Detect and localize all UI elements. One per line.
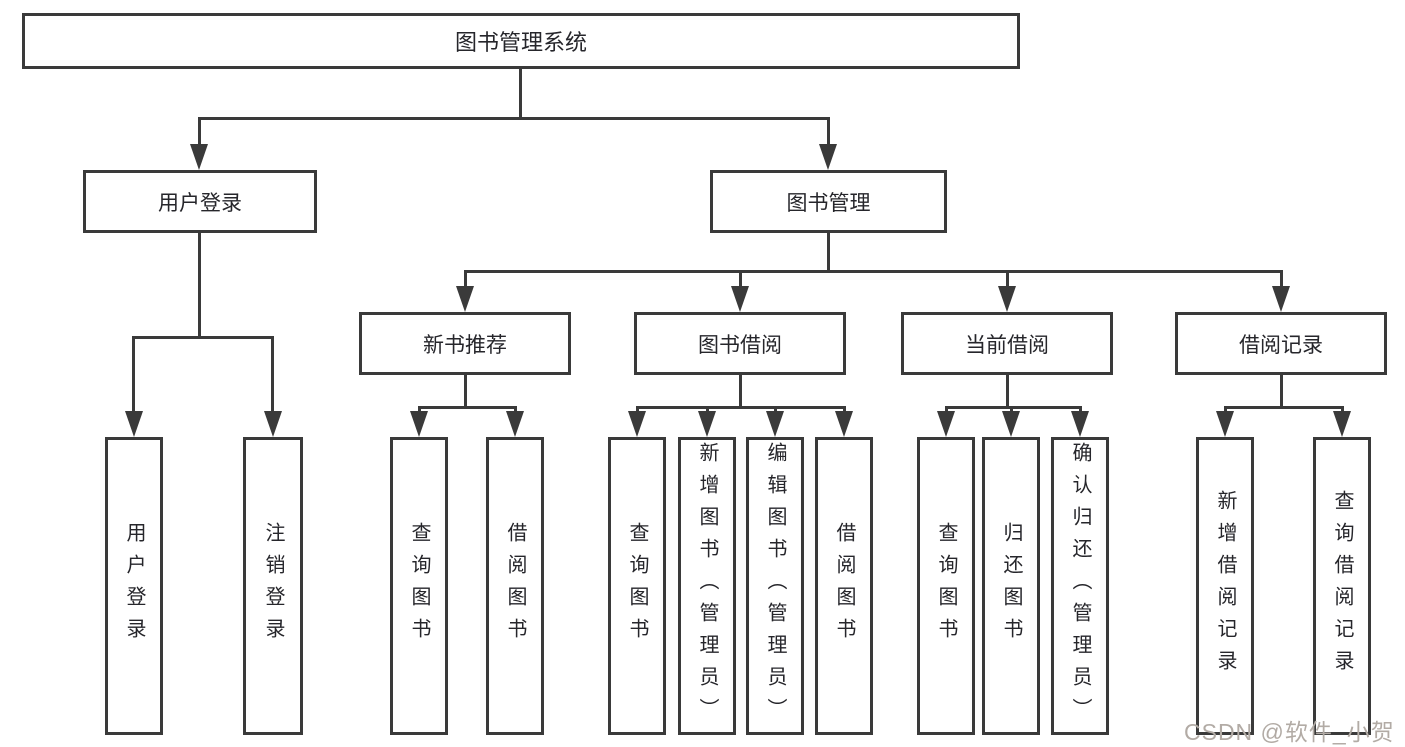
edge-drop-book-management: [827, 117, 830, 148]
leaf-bb-query-book: 查询图书: [608, 437, 666, 735]
edge-bb-stem: [739, 375, 742, 409]
leaf-cb-confirm-return-admin: 确认归还（管理员）: [1051, 437, 1109, 735]
edge-drop-leaf-logout: [271, 336, 274, 415]
arrow-down-icon: [1272, 286, 1290, 312]
edge-drop: [1224, 406, 1227, 414]
leaf-bb-add-book-admin: 新增图书（管理员）: [678, 437, 736, 735]
node-user-login: 用户登录: [83, 170, 317, 233]
edge-drop: [774, 406, 777, 414]
edge-book-mgmt-stem: [827, 233, 830, 273]
arrow-down-icon: [835, 411, 853, 437]
leaf-nbr-borrow-book: 借阅图书: [486, 437, 544, 735]
arrow-down-icon: [819, 144, 837, 170]
arrow-down-icon: [1216, 411, 1234, 437]
edge-drop: [1341, 406, 1344, 414]
edge-drop-leaf-user-login: [132, 336, 135, 415]
arrow-down-icon: [410, 411, 428, 437]
arrow-down-icon: [125, 411, 143, 437]
edge-drop: [1079, 406, 1082, 414]
node-new-book-recommend: 新书推荐: [359, 312, 571, 375]
arrow-down-icon: [766, 411, 784, 437]
edge-drop-book-borrow: [739, 270, 742, 289]
edge-br-stem: [1280, 375, 1283, 409]
leaf-br-query-record: 查询借阅记录: [1313, 437, 1371, 735]
arrow-down-icon: [998, 286, 1016, 312]
arrow-down-icon: [1333, 411, 1351, 437]
edge-drop-borrow-records: [1280, 270, 1283, 289]
edge-drop: [636, 406, 639, 414]
edge-root-rail: [198, 117, 829, 120]
arrow-down-icon: [456, 286, 474, 312]
arrow-down-icon: [731, 286, 749, 312]
edge-root-stem: [519, 69, 522, 117]
leaf-bb-edit-book-admin: 编辑图书（管理员）: [746, 437, 804, 735]
edge-nbr-stem: [464, 375, 467, 409]
edge-drop: [945, 406, 948, 414]
node-borrow-records: 借阅记录: [1175, 312, 1387, 375]
edge-user-login-rail: [132, 336, 274, 339]
leaf-cb-return-book: 归还图书: [982, 437, 1040, 735]
edge-br-rail: [1224, 406, 1344, 409]
node-root: 图书管理系统: [22, 13, 1020, 69]
arrow-down-icon: [698, 411, 716, 437]
leaf-logout: 注销登录: [243, 437, 303, 735]
edge-drop: [1010, 406, 1013, 414]
node-current-borrow: 当前借阅: [901, 312, 1113, 375]
node-book-management: 图书管理: [710, 170, 947, 233]
edge-drop: [514, 406, 517, 414]
leaf-bb-borrow-book: 借阅图书: [815, 437, 873, 735]
edge-drop: [706, 406, 709, 414]
arrow-down-icon: [1071, 411, 1089, 437]
arrow-down-icon: [190, 144, 208, 170]
arrow-down-icon: [264, 411, 282, 437]
arrow-down-icon: [628, 411, 646, 437]
leaf-cb-query-book: 查询图书: [917, 437, 975, 735]
edge-book-mgmt-rail: [464, 270, 1283, 273]
leaf-user-login: 用户登录: [105, 437, 163, 735]
edge-drop-new-book-recommend: [464, 270, 467, 289]
edge-bb-rail: [636, 406, 845, 409]
node-book-borrow: 图书借阅: [634, 312, 846, 375]
arrow-down-icon: [1002, 411, 1020, 437]
edge-drop: [418, 406, 421, 414]
arrow-down-icon: [506, 411, 524, 437]
leaf-br-add-record: 新增借阅记录: [1196, 437, 1254, 735]
arrow-down-icon: [937, 411, 955, 437]
edge-cb-rail: [945, 406, 1082, 409]
edge-cb-stem: [1006, 375, 1009, 409]
edge-drop-user-login: [198, 117, 201, 148]
edge-drop: [843, 406, 846, 414]
csdn-watermark: CSDN @软件_小贺同学: [1184, 719, 1395, 745]
edge-nbr-rail: [418, 406, 517, 409]
edge-drop-current-borrow: [1006, 270, 1009, 289]
edge-user-login-stem: [198, 233, 201, 339]
leaf-nbr-query-book: 查询图书: [390, 437, 448, 735]
